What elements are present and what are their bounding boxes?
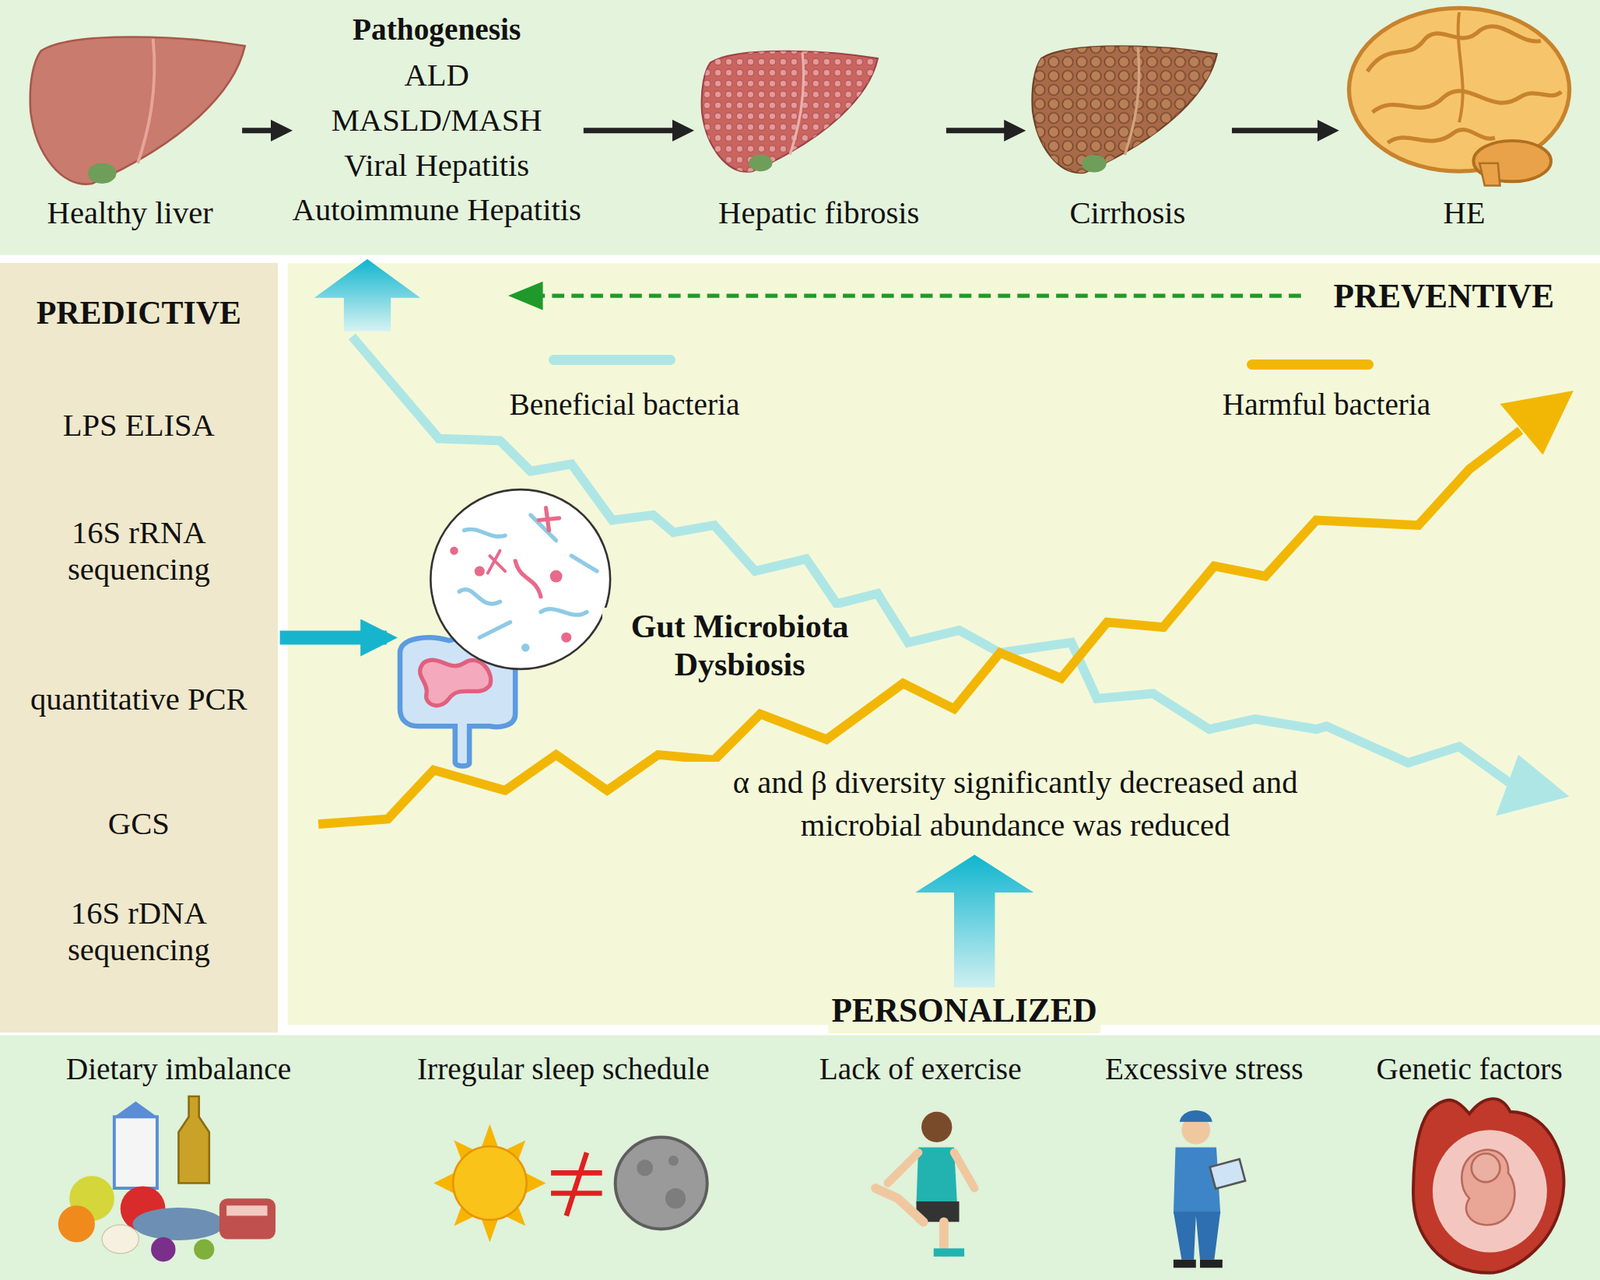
method-item: 16S rDNA sequencing [12,895,266,969]
brain-icon [1348,7,1569,186]
node-title: Gut Microbiota Dysbiosis [602,607,878,683]
factor-label: Excessive stress [1101,1049,1306,1091]
legend-text: Beneficial bacteria [506,386,744,424]
factor-label: Irregular sleep schedule [414,1049,713,1091]
pathogenesis-node: PathogenesisALDMASLD/MASHViral Hepatitis… [292,7,582,232]
stage-label: HE [1338,195,1590,232]
panel-heading: PREDICTIVE [12,294,266,332]
fibrosis-liver-icon [701,51,878,172]
method-item: quantitative PCR [12,681,266,719]
cause-item: ALD [403,52,470,99]
stage-label: Cirrhosis [1025,195,1230,232]
bottom-band [0,1035,1600,1280]
stage-label: Hepatic fibrosis [694,195,944,232]
note-text: α and β diversity significantly decrease… [685,761,1345,848]
harmful-bacteria-trend [318,390,1574,825]
cirrhosis-liver-icon [1031,45,1217,173]
stage-label: Healthy liver [20,195,240,232]
factor-label: Dietary imbalance [63,1049,295,1091]
method-item: 16S rRNA sequencing [12,515,266,588]
sleep-icon [433,1123,707,1243]
factor-label: Genetic factors [1373,1049,1566,1091]
beneficial-bacteria-trend [351,336,1569,817]
legend-swatch [548,354,676,365]
stage-node: Cirrhosis [1025,22,1230,232]
personalized-up-arrow [915,854,1034,995]
food-icon [58,1096,276,1262]
flow-arrow [946,127,1020,134]
preventive-dashed-arrow [508,281,1302,311]
pathogenesis-up-arrow [314,259,421,332]
stage-node: HE [1338,22,1590,232]
flow-arrow [280,631,387,646]
gut-microbiota-icon [400,489,611,766]
stage-node: Healthy liver [20,22,240,232]
legend-swatch [1246,359,1374,370]
top-band [0,0,1600,256]
flow-arrow [1231,127,1333,134]
predictive-panel: PREDICTIVE LPS ELISA 16S rRNA sequencing qu… [0,263,278,1033]
middle-panel [287,263,1600,1025]
strategy-label: PREVENTIVE [1330,273,1558,319]
cause-item: MASLD/MASH [331,98,543,144]
heading: Pathogenesis [352,7,521,53]
legend-text: Harmful bacteria [1219,386,1435,424]
stage-node: Hepatic fibrosis [694,22,944,232]
flow-arrow [242,127,286,134]
genetic-icon [1413,1098,1564,1274]
factor-label: Lack of exercise [816,1049,1025,1091]
method-item: GCS [12,806,266,843]
method-item: LPS ELISA [12,407,266,445]
dysbiosis-node: Gut Microbiota Dysbiosis [392,479,873,755]
exercise-icon [875,1112,975,1257]
cause-item: Autoimmune Hepatitis [292,187,582,233]
cause-item: Viral Hepatitis [343,143,530,189]
strategy-label: PERSONALIZED [828,987,1100,1033]
flow-arrow [583,127,688,134]
stress-icon [1173,1110,1246,1268]
healthy-liver-icon [30,37,246,185]
